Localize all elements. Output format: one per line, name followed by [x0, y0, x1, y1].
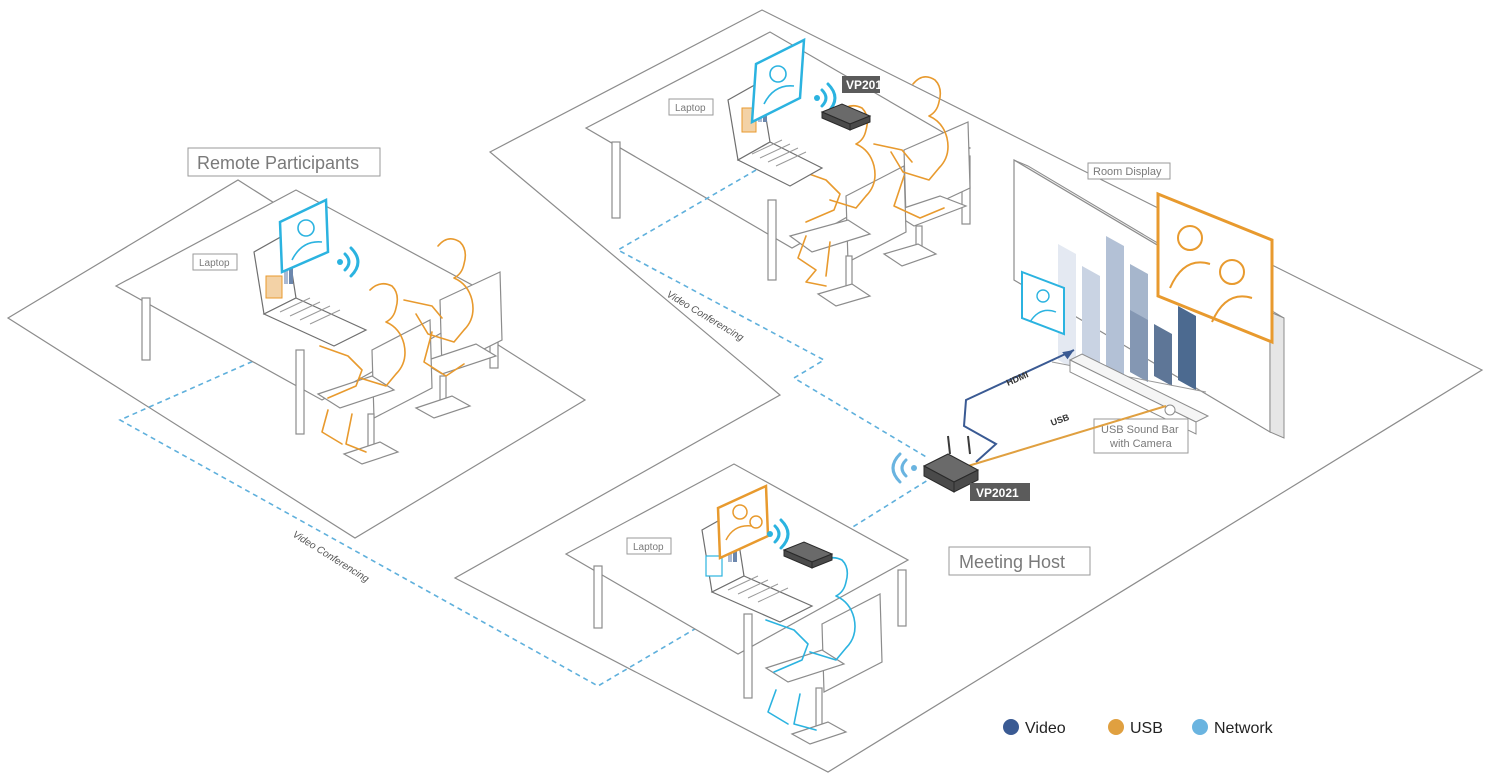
soundbar-tag: USB Sound Bar with Camera: [1093, 418, 1189, 454]
room-display-tag-text: Room Display: [1093, 166, 1162, 178]
meeting-host-title: Meeting Host: [959, 552, 1065, 572]
remote-participant-front: [319, 282, 406, 453]
video-conferencing-label-lower: Video Conferencing: [290, 529, 371, 585]
host-wifi-icon: [767, 518, 790, 550]
legend-label-network: Network: [1214, 720, 1274, 737]
remote-participant-back: [403, 238, 474, 377]
meeting-host-tag: Meeting Host: [948, 546, 1091, 576]
vp201-device: [820, 103, 872, 131]
remote-laptop-tag-text: Laptop: [199, 258, 230, 269]
host-vp201-device: [782, 541, 834, 569]
room-display-chart: [1051, 236, 1207, 393]
usb-sound-bar: [1068, 353, 1210, 435]
soundbar-tag-line2: with Camera: [1109, 438, 1173, 450]
room-display-remote-window: [1156, 191, 1274, 345]
remote-wifi-icon: [337, 246, 360, 278]
legend-item-video: Video: [1003, 719, 1066, 737]
top-table-participant-front: [797, 104, 876, 287]
vp2021-label: VP2021: [970, 483, 1030, 501]
vp2021-label-text: VP2021: [976, 486, 1019, 500]
remote-laptop-tag: Laptop: [192, 253, 238, 271]
top-laptop-tag: Laptop: [668, 98, 714, 116]
top-laptop-tag-text: Laptop: [675, 103, 706, 114]
legend-swatch-video: [1003, 719, 1019, 735]
vp201-label-text: VP201: [846, 78, 882, 92]
network-top-to-host: [616, 169, 929, 459]
legend-item-network: Network: [1192, 719, 1274, 737]
host-laptop-tag-text: Laptop: [633, 542, 664, 553]
legend: Video USB Network: [1003, 719, 1274, 737]
network-remote-to-host: [118, 335, 813, 687]
top-laptop-video-window: [750, 37, 806, 125]
host-table-chair: [764, 593, 883, 745]
remote-participants-title: Remote Participants: [197, 153, 359, 173]
legend-swatch-usb: [1108, 719, 1124, 735]
network-host-laptop-to-vp2021: [799, 479, 929, 561]
legend-swatch-network: [1192, 719, 1208, 735]
vp2021-device: [922, 435, 980, 493]
legend-label-usb: USB: [1130, 720, 1163, 737]
legend-label-video: Video: [1025, 720, 1066, 737]
host-participant: [765, 556, 856, 731]
remote-participants-tag: Remote Participants: [187, 147, 381, 177]
room-display-host-thumbnail: [1021, 270, 1065, 336]
vp201-label: VP201: [842, 76, 882, 93]
soundbar-tag-line1: USB Sound Bar: [1101, 424, 1179, 436]
host-laptop-tag: Laptop: [626, 537, 672, 555]
remote-laptop-video-window: [278, 198, 330, 274]
top-table-participant-back: [873, 76, 949, 219]
room-display-tag: Room Display: [1087, 162, 1171, 180]
legend-item-usb: USB: [1108, 719, 1163, 737]
vp2021-wifi-icon: [891, 452, 917, 484]
